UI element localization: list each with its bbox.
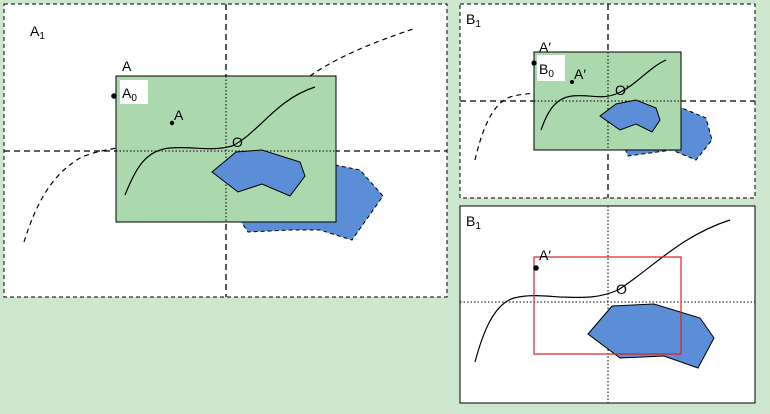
panel-b-top-point-label: A′	[574, 66, 586, 82]
panel-b-bottom: B1 A′ O	[459, 205, 756, 404]
panel-b-bottom-solid-curve	[474, 219, 731, 363]
panel-b-bottom-origin-label: O	[616, 281, 627, 297]
panel-b-bottom-red-frame	[533, 256, 682, 355]
panel-a-blob	[211, 149, 306, 197]
panel-a-green-rect	[115, 75, 337, 223]
panel-a-title: A1	[30, 23, 45, 42]
panel-b-top-inner-label-box	[537, 55, 565, 81]
panel-a-inner-label: A0	[122, 85, 137, 104]
panel-b-top-blob	[599, 99, 661, 133]
panel-b-top-point-a	[570, 80, 574, 84]
panel-a-dashed-curve	[23, 147, 117, 243]
panel-b-top: B1 A′ B0 A′ O′	[459, 3, 756, 199]
panel-a-solid-curve	[124, 86, 316, 196]
panel-b-top-corner-point	[531, 60, 537, 66]
panel-b-bottom-corner-point	[533, 265, 539, 271]
panel-b-bottom-title: B1	[466, 213, 481, 232]
panel-b-top-title: B1	[466, 11, 481, 30]
panel-a-corner-point	[111, 93, 117, 99]
panel-a-inner-label-box	[120, 80, 148, 104]
panel-a-point-label: A	[174, 107, 184, 123]
panel-b-top-inner-label: B0	[539, 61, 554, 80]
panel-b-top-corner-label: A′	[539, 39, 551, 55]
panel-b-top-dashed-curve	[474, 92, 536, 161]
panel-a: A1 A A0 A O	[3, 3, 448, 298]
panel-b-top-solid-curve	[540, 59, 667, 131]
panel-b-bottom-corner-label: A′	[539, 247, 551, 263]
panel-a-point-a	[169, 120, 175, 126]
panel-a-origin-label: O	[232, 134, 243, 150]
panel-b-top-origin-label: O′	[615, 82, 629, 98]
panel-a-corner-label: A	[122, 58, 132, 74]
panel-b-bottom-blob	[587, 303, 715, 369]
panel-a-dashed-curve-upper	[309, 27, 417, 77]
